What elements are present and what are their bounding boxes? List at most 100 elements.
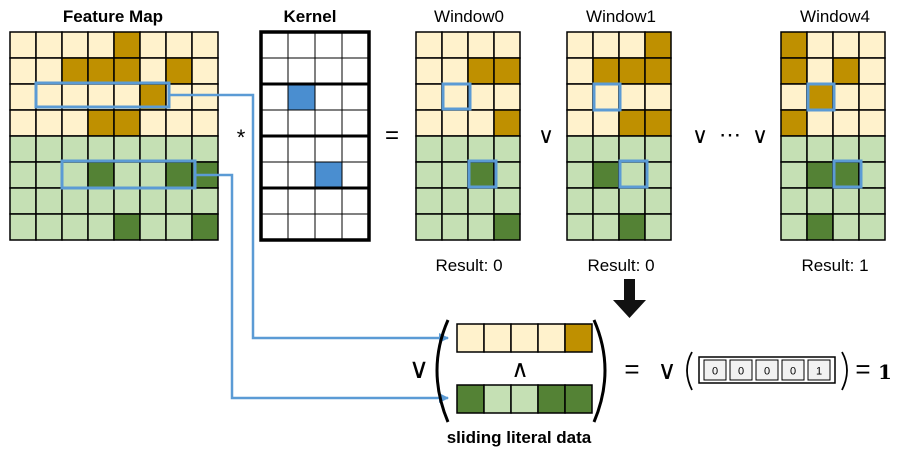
kernel-cell: [260, 161, 289, 189]
sliding-top-cell: [456, 323, 485, 353]
window0-cell: [493, 187, 521, 215]
window4-cell: [780, 109, 808, 137]
window0-cell: [493, 109, 521, 137]
window4-cell: [858, 109, 886, 137]
window0-cell: [467, 135, 495, 163]
down-arrow-icon: [613, 279, 646, 318]
window0-cell: [493, 213, 521, 241]
window1-cell: [644, 109, 672, 137]
window4-cell: [780, 83, 808, 111]
window4-cell: [806, 31, 834, 59]
small-left-paren-icon: [686, 351, 693, 391]
feature-map-cell: [113, 57, 141, 85]
window1-cell: [644, 31, 672, 59]
feature-map-cell: [9, 109, 37, 137]
window0-cell: [415, 161, 443, 189]
feature-map-cell: [191, 187, 219, 215]
arrow-top-connector: [169, 93, 449, 343]
kernel-cell: [260, 213, 289, 241]
window0-cell: [415, 109, 443, 137]
feature-map-cell: [191, 31, 219, 59]
window4-cell: [858, 31, 886, 59]
window1-cell: [566, 109, 594, 137]
window1-cell: [566, 187, 594, 215]
window4-cell: [832, 31, 860, 59]
kernel-cell: [341, 83, 370, 111]
or-operator-3: ∨: [752, 123, 768, 148]
window1-cell: [566, 135, 594, 163]
kernel-cell: [314, 57, 343, 85]
window4-cell: [832, 161, 860, 189]
window1-cell: [618, 83, 646, 111]
feature-map-cell: [191, 135, 219, 163]
kernel-cell: [341, 109, 370, 137]
window4-title: Window4: [800, 7, 870, 26]
kernel-cell: [287, 135, 316, 163]
kernel-cell: [287, 187, 316, 215]
window1-cell: [592, 187, 620, 215]
window0-cell: [441, 31, 469, 59]
or-operator-1: ∨: [538, 123, 554, 148]
feature-map-cell: [35, 213, 63, 241]
kernel-cell: [341, 57, 370, 85]
feature-map-cell: [191, 83, 219, 111]
kernel-cell: [341, 213, 370, 241]
sliding-bottom-cell: [537, 384, 566, 414]
kernel-cell: [260, 109, 289, 137]
feature-map-cell: [87, 161, 115, 189]
window1-cell: [618, 57, 646, 85]
kernel-cell: [287, 83, 316, 111]
window1-cell: [592, 57, 620, 85]
kernel-cell: [314, 31, 343, 59]
feature-map-cell: [9, 57, 37, 85]
window4-cell: [832, 213, 860, 241]
kernel-cell: [341, 187, 370, 215]
feature-map-title: Feature Map: [63, 7, 163, 26]
window4-cell: [806, 161, 834, 189]
window4-cell: [806, 135, 834, 163]
feature-map-cell: [35, 135, 63, 163]
ellipsis-operator: ⋯: [719, 122, 741, 147]
window4-cell: [858, 135, 886, 163]
kernel-cell: [287, 57, 316, 85]
feature-map-cell: [61, 109, 89, 137]
feature-map-cell: [61, 187, 89, 215]
window4-cell: [806, 213, 834, 241]
feature-map-cell: [191, 213, 219, 241]
window0-cell: [493, 31, 521, 59]
feature-map-cell: [139, 187, 167, 215]
window1-cell: [566, 161, 594, 189]
window0-cell: [467, 31, 495, 59]
feature-map-cell: [191, 57, 219, 85]
window1-cell: [644, 187, 672, 215]
window0-cell: [493, 135, 521, 163]
window4-cell: [780, 187, 808, 215]
kernel-cell: [287, 31, 316, 59]
window1-result: Result: 0: [587, 256, 654, 275]
equals-operator-3: =: [855, 354, 870, 384]
window4-cell: [832, 83, 860, 111]
kernel-cell: [260, 31, 289, 59]
kernel-cell: [341, 31, 370, 59]
or-reduce-operator-left: ∨: [409, 353, 430, 384]
window0-cell: [467, 213, 495, 241]
window4-cell: [806, 83, 834, 111]
feature-map-cell: [87, 109, 115, 137]
feature-map-cell: [113, 31, 141, 59]
window1-cell: [618, 161, 646, 189]
window0-cell: [441, 109, 469, 137]
feature-map-cell: [61, 213, 89, 241]
feature-map-cell: [139, 109, 167, 137]
feature-map-cell: [165, 187, 193, 215]
window0-cell: [441, 83, 469, 111]
arrow-bottom-connector: [195, 173, 449, 403]
window4-cell: [780, 57, 808, 85]
window1-cell: [644, 83, 672, 111]
kernel-cell: [260, 57, 289, 85]
window1-cell: [644, 213, 672, 241]
window0-cell: [415, 187, 443, 215]
window4-cell: [832, 187, 860, 215]
window1-cell: [618, 109, 646, 137]
final-result: 1: [878, 360, 892, 384]
